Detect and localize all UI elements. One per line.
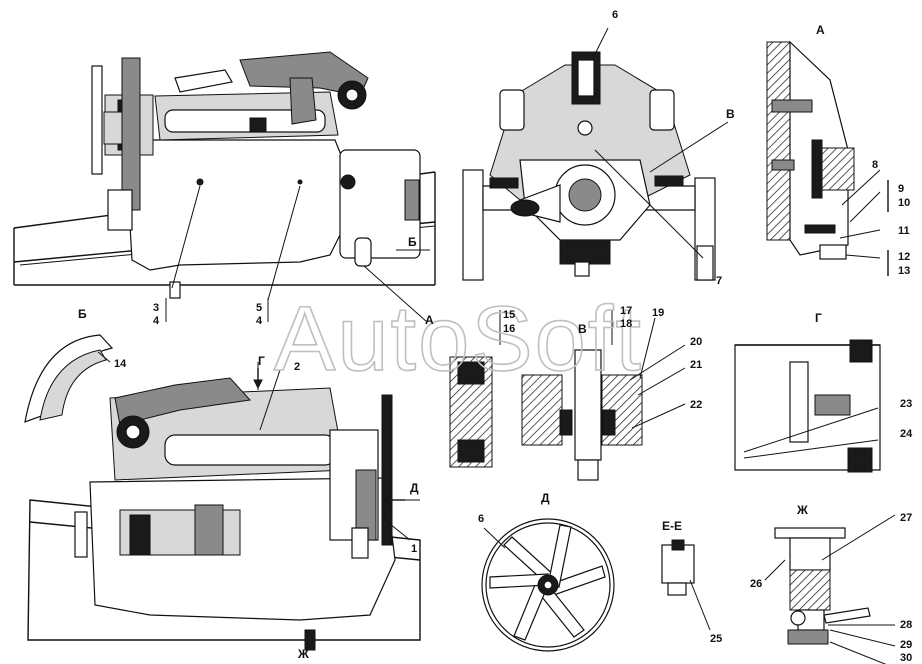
view-labels: А Б Б В В Г Г Д Д А Е-Е Ж Ж xyxy=(78,23,825,661)
view-d-fan xyxy=(481,518,615,652)
callout-23: 23 xyxy=(900,398,912,410)
callout-30: 30 xyxy=(900,652,912,664)
view-label-a-arrow: А xyxy=(425,313,434,327)
callout-8: 8 xyxy=(872,159,878,171)
view-label-zh: Ж xyxy=(796,503,808,517)
view-label-zh-arrow: Ж xyxy=(297,647,309,661)
section-ee xyxy=(661,539,711,631)
view-label-ee: Е-Е xyxy=(662,519,682,533)
callout-20: 20 xyxy=(690,336,702,348)
detail-a-mount xyxy=(766,40,889,276)
view-label-d-arrow: Д xyxy=(410,481,419,495)
callout-15: 15 xyxy=(503,309,515,321)
callout-6-top: 6 xyxy=(612,9,618,21)
callout-22: 22 xyxy=(690,399,702,411)
callout-24: 24 xyxy=(900,428,913,440)
callout-9: 9 xyxy=(898,183,904,195)
callout-28: 28 xyxy=(900,619,912,631)
section-b-shield xyxy=(24,334,114,423)
view-label-d: Д xyxy=(541,491,550,505)
callout-1: 1 xyxy=(411,543,417,555)
callout-19: 19 xyxy=(652,307,664,319)
callout-18: 18 xyxy=(620,318,632,330)
callout-6-fan: 6 xyxy=(478,513,484,525)
callout-11: 11 xyxy=(898,225,910,237)
callout-17: 17 xyxy=(620,305,632,317)
callout-26: 26 xyxy=(750,578,762,590)
view-label-v-mid: В xyxy=(578,322,587,336)
callout-4-left: 4 xyxy=(153,315,160,327)
detail-g xyxy=(734,339,881,473)
callout-16: 16 xyxy=(503,323,515,335)
engine-side-view-top xyxy=(13,51,436,323)
callout-10: 10 xyxy=(898,197,910,209)
engine-front-view xyxy=(462,27,729,281)
view-label-g: Г xyxy=(815,311,822,325)
view-label-v-top: В xyxy=(726,107,735,121)
view-direction-arrows xyxy=(253,368,405,505)
callout-25: 25 xyxy=(710,633,722,645)
callout-3: 3 xyxy=(153,302,159,314)
detail-zh-drain-valve xyxy=(764,514,896,664)
callout-7: 7 xyxy=(716,275,722,287)
callout-5: 5 xyxy=(256,302,262,314)
callout-21: 21 xyxy=(690,359,702,371)
view-label-g-arrow: Г xyxy=(258,354,265,368)
callout-29: 29 xyxy=(900,639,912,651)
section-v-mount xyxy=(449,310,686,481)
view-label-b-section: Б xyxy=(408,235,417,249)
callout-4-right: 4 xyxy=(256,315,263,327)
callout-14: 14 xyxy=(114,358,127,370)
callout-27: 27 xyxy=(900,512,912,524)
callout-12: 12 xyxy=(898,251,910,263)
callout-2: 2 xyxy=(294,361,300,373)
view-label-b: Б xyxy=(78,307,87,321)
watermark-text: AutoSoft xyxy=(274,288,643,390)
view-label-a: А xyxy=(816,23,825,37)
callout-numbers: 1 2 3 4 5 4 6 7 8 9 10 11 12 13 14 15 16… xyxy=(114,9,913,664)
callout-13: 13 xyxy=(898,265,910,277)
engine-side-view-bottom xyxy=(27,362,421,651)
